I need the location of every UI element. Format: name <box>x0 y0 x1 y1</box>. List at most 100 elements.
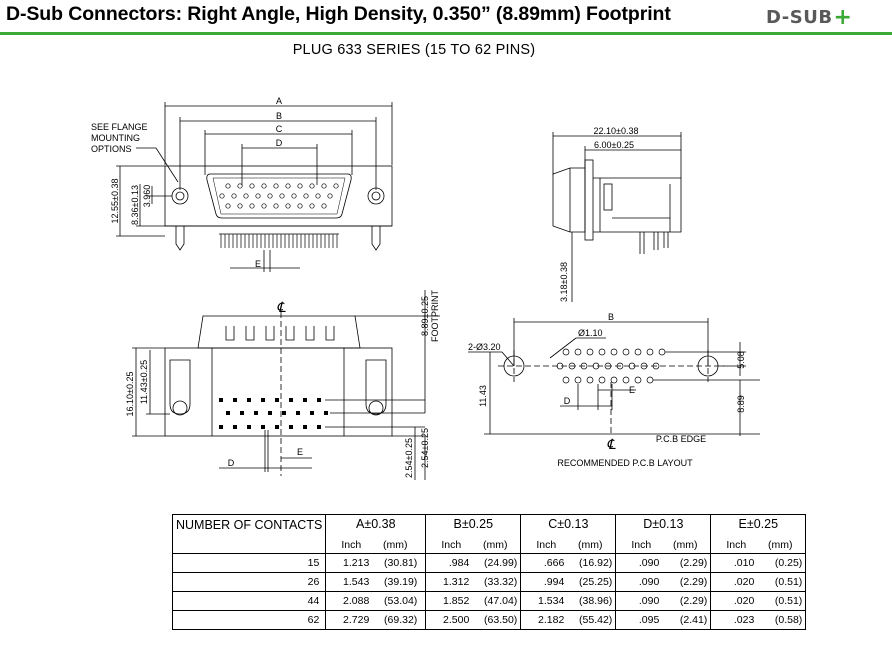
table-row: 62 2.729(69.32) 2.500(63.50) 2.182(55.42… <box>171 610 807 630</box>
cell-mm: (0.51) <box>774 576 803 588</box>
side-view: 22.10±0.38 6.00±0.25 3.18±0.38 <box>552 126 682 302</box>
table-row: 26 1.543(39.19) 1.312(33.32) .994(25.25)… <box>171 572 807 592</box>
pcb-edge-label: P.C.B EDGE <box>656 434 706 444</box>
cell-inch: 1.852 <box>443 595 470 607</box>
pcb-label-b: B <box>608 312 614 322</box>
cell-mm: (53.04) <box>384 595 418 607</box>
cell-mm: (0.58) <box>774 614 803 626</box>
table-header-row: NUMBER OF CONTACTS A±0.38 B±0.25 C±0.13 … <box>171 514 807 554</box>
series-subtitle: PLUG 633 SERIES (15 TO 62 PINS) <box>292 42 536 58</box>
unit-cell-d: Inch (mm) <box>615 537 712 554</box>
cell-inch: .090 <box>638 557 660 569</box>
cell-mm: (0.51) <box>774 595 803 607</box>
cell-mm: (2.29) <box>679 557 708 569</box>
cell-mm: (55.42) <box>579 614 613 626</box>
dsub-logo: D-SUB+ <box>766 4 853 30</box>
cell-inch: 1.213 <box>343 557 370 569</box>
pcb-label-e: E <box>629 385 635 395</box>
side-dim-6-00: 6.00±0.25 <box>594 140 634 150</box>
pcb-dim-5-08: 5.08 <box>736 351 746 369</box>
cell-a: 1.213 (30.81) <box>325 553 427 573</box>
pcb-layout-caption: RECOMMENDED P.C.B LAYOUT <box>557 458 693 468</box>
bottom-dim-8-89: 8.89±0.25 <box>420 296 430 336</box>
header-col-d: D±0.13 <box>615 514 712 537</box>
cell-d: .095 (2.41) <box>615 610 712 630</box>
unit-inch: Inch <box>631 539 652 551</box>
cell-a: 2.088 (53.04) <box>325 591 427 611</box>
bottom-dim-2-54-a: 2.54±0.25 <box>404 438 414 478</box>
cell-b: 1.312(33.32) <box>425 572 522 592</box>
bottom-view: ℄ 16.10±0.25 11.43± <box>125 290 440 480</box>
header-col-e: E±0.25 <box>710 514 807 537</box>
front-dim-12-55: 12.55±0.38 <box>110 179 120 224</box>
unit-cell-e: Inch (mm) <box>710 537 807 554</box>
flange-note-line2: MOUNTING <box>91 133 140 143</box>
cell-e: .010 (0.25) <box>710 553 807 573</box>
cell-b: 2.500(63.50) <box>425 610 522 630</box>
flange-note-line3: OPTIONS <box>91 144 132 154</box>
unit-mm: (mm) <box>768 539 793 551</box>
unit-inch: Inch <box>726 539 747 551</box>
pcb-dim-8-89: 8.89 <box>736 395 746 413</box>
unit-cell-c: Inch (mm) <box>520 537 617 554</box>
unit-mm: (mm) <box>578 539 603 551</box>
pcb-layout-view: B Ø1.10 2-Ø3.20 5.08 8.89 11.43 D E <box>468 312 760 468</box>
unit-cell-b: Inch (mm) <box>425 537 522 554</box>
cell-mm: (30.81) <box>384 557 418 569</box>
unit-inch: Inch <box>536 539 557 551</box>
cell-c: 1.534(38.96) <box>520 591 617 611</box>
cell-inch: .994 <box>543 576 565 588</box>
cell-a: 1.543(39.19) <box>325 572 427 592</box>
table-row: 44 2.088(53.04) 1.852(47.04) 1.534(38.96… <box>171 591 807 611</box>
cell-mm: (47.04) <box>484 595 518 607</box>
unit-inch: Inch <box>341 539 362 551</box>
header-contacts: NUMBER OF CONTACTS <box>171 514 327 554</box>
pcb-dim-11-43: 11.43 <box>478 385 488 407</box>
header-col-b: B±0.25 <box>425 514 522 537</box>
bottom-footprint-label: FOOTPRINT <box>430 290 440 342</box>
cell-inch: 1.543 <box>343 576 370 588</box>
front-label-b: B <box>276 111 282 121</box>
front-dim-3-96: 3.960 <box>142 185 152 208</box>
front-label-e: E <box>255 259 261 269</box>
cell-a: 2.729(69.32) <box>325 610 427 630</box>
unit-mm: (mm) <box>673 539 698 551</box>
header-col-c: C±0.13 <box>520 514 617 537</box>
cell-d: .090(2.29) <box>615 572 712 592</box>
cell-e: .020 (0.51) <box>710 572 807 592</box>
bottom-dim-11-43: 11.43±0.25 <box>139 360 149 404</box>
table-row: 15 1.213(30.81) .984(24.99) .666(16.92) … <box>171 553 807 573</box>
cell-mm: (0.25) <box>774 557 803 569</box>
bottom-centerline: ℄ <box>277 299 287 315</box>
cell-inch: .984 <box>448 557 470 569</box>
cell-mm: (33.32) <box>484 576 518 588</box>
cell-inch: .090 <box>638 576 660 588</box>
front-label-d: D <box>276 138 283 148</box>
cell-mm: (69.32) <box>384 614 418 626</box>
cell-inch: .010 <box>733 557 755 569</box>
cell-inch: 2.182 <box>538 614 565 626</box>
cell-mm: (24.99) <box>484 557 518 569</box>
unit-inch: Inch <box>441 539 462 551</box>
cell-mm: (2.41) <box>679 614 708 626</box>
page-title: D-Sub Connectors: Right Angle, High Dens… <box>6 3 671 25</box>
unit-mm: (mm) <box>483 539 508 551</box>
cell-inch: 2.088 <box>343 595 370 607</box>
cell-inch: .095 <box>638 614 660 626</box>
cell-inch: .023 <box>733 614 755 626</box>
cell-b: 1.852 (47.04) <box>425 591 522 611</box>
cell-contacts: 15 <box>171 553 327 573</box>
pcb-centerline: ℄ <box>607 436 617 452</box>
flange-note-line1: SEE FLANGE <box>91 122 148 132</box>
pcb-label-d: D <box>564 396 571 406</box>
cell-inch: .020 <box>733 576 755 588</box>
logo-plus: + <box>833 5 853 30</box>
unit-cell-a: Inch(mm) <box>325 537 427 554</box>
front-label-c: C <box>276 124 283 134</box>
cell-d: .090 (2.29) <box>615 553 712 573</box>
cell-mm: (2.29) <box>679 595 708 607</box>
cell-inch: 2.500 <box>443 614 470 626</box>
cell-inch: .090 <box>638 595 660 607</box>
cell-mm: (16.92) <box>579 557 613 569</box>
